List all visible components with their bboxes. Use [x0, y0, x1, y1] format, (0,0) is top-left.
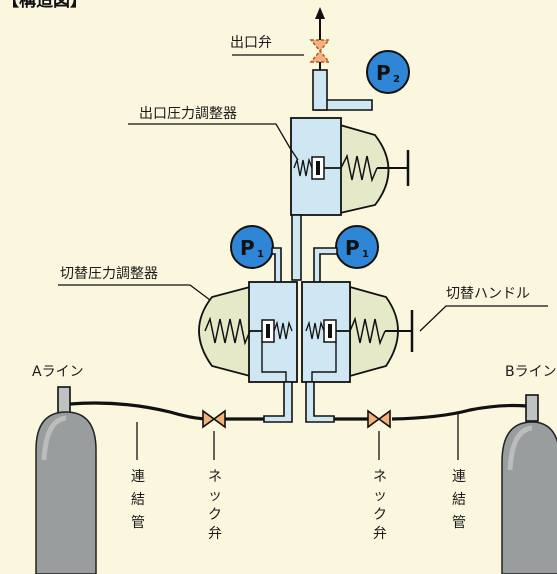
- vertical-char: ネ: [373, 469, 387, 485]
- vertical-char: ク: [373, 507, 387, 523]
- vertical-char: 結: [131, 492, 145, 508]
- vertical-char: 管: [452, 515, 466, 531]
- outlet-regulator: [290, 117, 410, 216]
- svg-text:P: P: [345, 236, 360, 260]
- switching-regulator: [198, 281, 414, 394]
- outlet-pipe: [312, 69, 328, 111]
- center-pipe: [291, 214, 302, 281]
- vertical-char: 弁: [373, 526, 387, 542]
- switch-handle-leader: [419, 305, 548, 332]
- gauge-p1-left: P 1: [230, 225, 274, 269]
- vertical-char: ネ: [208, 469, 222, 485]
- svg-text:1: 1: [362, 249, 369, 260]
- vertical-char: ッ: [208, 488, 222, 504]
- vertical-char: 結: [452, 492, 466, 508]
- right-neck-valve: [367, 409, 391, 429]
- diagram-title: 【構造図】: [2, 0, 87, 11]
- cylinder-a: [35, 386, 97, 574]
- a-line-label: Aライン: [32, 364, 84, 380]
- vertical-char: 弁: [208, 526, 222, 542]
- vertical-char: 管: [131, 515, 145, 531]
- left-connecting-hose: [69, 401, 206, 421]
- outlet-regulator-leader: [128, 123, 291, 149]
- switch-regulator-leader: [58, 284, 211, 301]
- left-neck-valve: [202, 409, 226, 429]
- svg-text:P: P: [240, 236, 255, 260]
- svg-text:2: 2: [393, 74, 400, 85]
- switch-handle-label: 切替ハンドル: [446, 286, 530, 302]
- outlet-regulator-leader-tip: [289, 147, 299, 161]
- svg-text:1: 1: [257, 249, 264, 260]
- outlet-arrow: [315, 7, 325, 40]
- switch-regulator-label: 切替圧力調整器: [60, 266, 158, 282]
- svg-text:P: P: [376, 61, 391, 85]
- left-inlet-pipe: [263, 381, 293, 423]
- gauge-p2: P 2: [366, 50, 410, 94]
- right-pipe-vertical-label: 連結管: [452, 469, 466, 531]
- right-connecting-hose: [391, 403, 528, 421]
- outlet-regulator-label: 出口圧力調整器: [139, 106, 237, 122]
- vertical-char: ク: [208, 507, 222, 523]
- b-line-label: Bライン: [505, 364, 557, 380]
- vertical-char: ッ: [373, 488, 387, 504]
- vertical-char: 連: [452, 469, 466, 485]
- cylinder-b: [501, 394, 557, 574]
- outlet-valve: [309, 39, 331, 70]
- left-pipe-vertical-label: 連結管: [131, 469, 145, 531]
- vertical-char: 連: [131, 469, 145, 485]
- gauge-p1-right: P 1: [335, 225, 379, 269]
- right-inlet-pipe: [305, 381, 335, 423]
- outlet-valve-label: 出口弁: [230, 35, 272, 51]
